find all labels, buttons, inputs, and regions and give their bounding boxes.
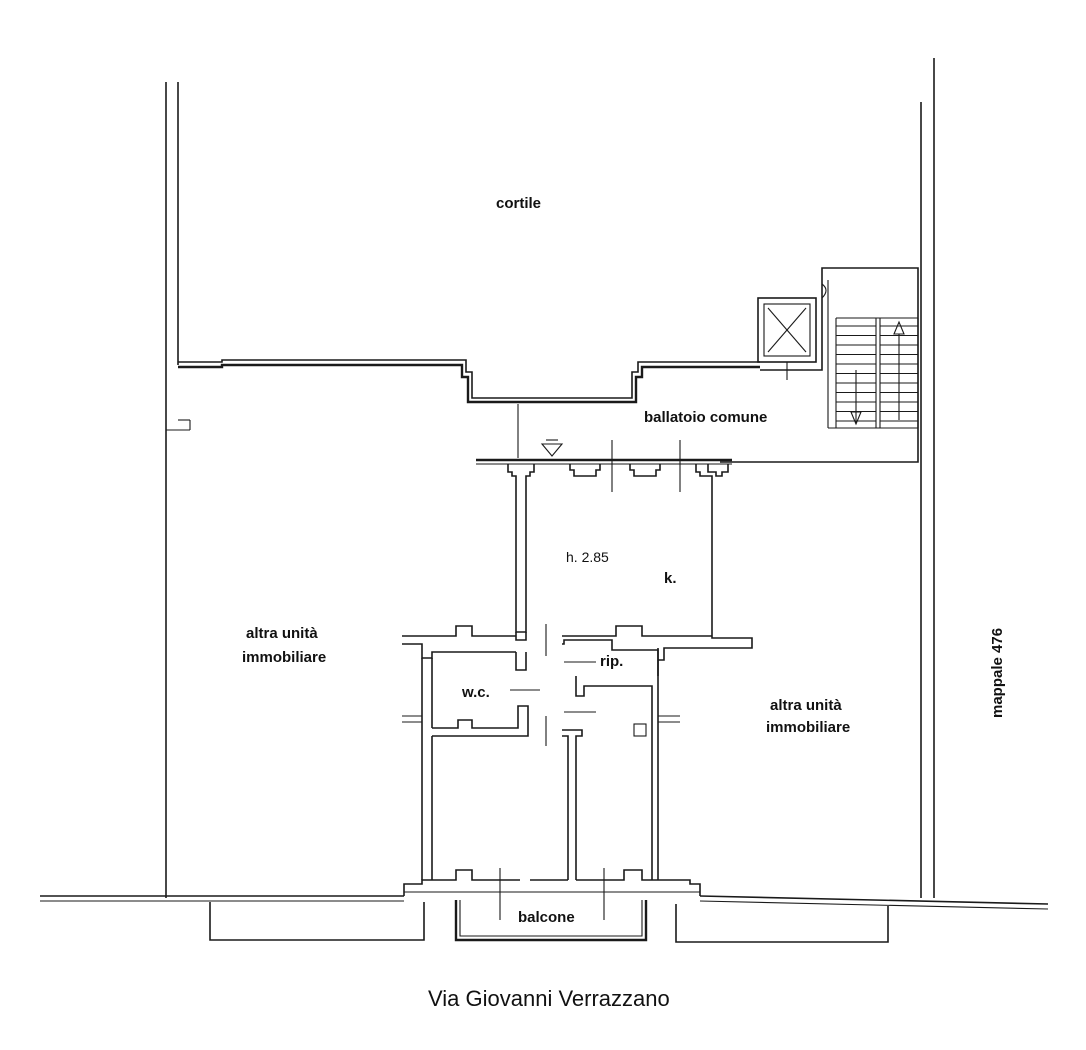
wc-label: w.c. [461,684,490,701]
gallery-label: ballatoio comune [644,409,767,426]
street-name-label: Via Giovanni Verrazzano [428,986,670,1011]
courtyard-label: cortile [496,195,541,212]
lift-shaft-icon [757,297,817,380]
courtyard-boundary [166,359,760,431]
kitchen-label: k. [664,570,677,587]
ceiling-height-label: h. 2.85 [566,549,609,565]
balcony-label: balcone [518,909,575,926]
ballatoio-outline [517,267,919,463]
staircase-icon [821,283,919,428]
left-unit-label-line1: altra unità [246,625,318,642]
entrance-arrow-icon [540,443,564,457]
apartment-walls [402,440,753,920]
courtyard-walls [165,58,935,898]
balconies [209,900,889,943]
storage-label: rip. [600,653,623,670]
right-unit-label-line1: altra unità [770,697,842,714]
parcel-label: mappale 476 [989,628,1006,718]
street-line [40,895,1049,910]
right-unit-label-line2: immobiliare [766,719,850,736]
left-unit-label-line2: immobiliare [242,649,326,666]
